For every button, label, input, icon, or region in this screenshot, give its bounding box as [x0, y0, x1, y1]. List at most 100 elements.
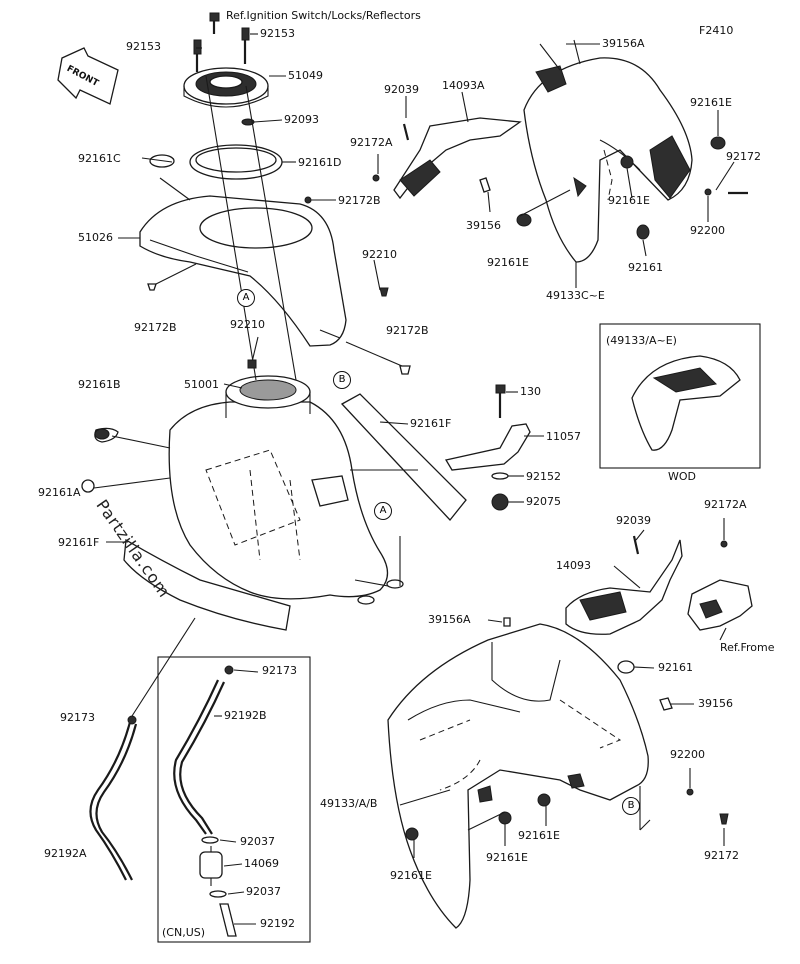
label-92161B: 92161B — [78, 378, 121, 391]
label-92200-bot: 92200 — [670, 748, 705, 761]
variant-box-caption: WOD — [668, 470, 697, 483]
label-92172B-top: 92172B — [338, 194, 381, 207]
leader-lines-lower-right — [399, 518, 727, 858]
label-92075: 92075 — [526, 495, 561, 508]
region-inset-box — [157, 656, 311, 943]
leader-hose-left — [131, 617, 196, 717]
callout-a-lower: A — [374, 502, 392, 520]
label-92161-bot: 92161 — [658, 661, 693, 674]
fuel-tank-51001 — [168, 375, 404, 605]
label-49133C-E: 49133C~E — [546, 289, 605, 302]
ref-frame-note: Ref.Frome — [720, 641, 775, 654]
clip-92172A-bot — [720, 540, 728, 548]
leader-lines-bracket — [506, 391, 544, 503]
grommet-92161E-b1 — [537, 793, 551, 807]
callout-b-lower: B — [622, 797, 640, 815]
damper-92075 — [491, 493, 509, 511]
label-92192: 92192 — [260, 917, 295, 930]
label-92153-right: 92153 — [260, 27, 295, 40]
label-130: 130 — [520, 385, 541, 398]
hose-92192B — [173, 679, 226, 835]
bracket-14093A — [393, 117, 522, 200]
label-92161-top: 92161 — [628, 261, 663, 274]
label-92153-left: 92153 — [126, 40, 161, 53]
label-51001: 51001 — [184, 378, 219, 391]
grommet-92161E-b3 — [405, 827, 419, 841]
grommet-92161E-left — [516, 213, 532, 227]
gasket-92161D — [189, 144, 283, 180]
label-49133-A-B: 49133/A/B — [320, 797, 378, 810]
label-92172A-bot: 92172A — [704, 498, 747, 511]
clip-39156-top — [479, 177, 491, 193]
label-92172B-left: 92172B — [134, 321, 177, 334]
label-51049: 51049 — [288, 69, 323, 82]
label-92161F-left: 92161F — [58, 536, 100, 549]
fuel-cap-51049 — [183, 67, 269, 108]
clamp-92037-bottom — [209, 890, 227, 898]
leader-lines-upper-right — [377, 39, 735, 288]
cowl-49133C-E — [523, 57, 693, 263]
tank-cover-51026 — [139, 195, 347, 347]
front-arrow-icon — [57, 47, 119, 105]
label-39156-bot: 39156 — [698, 697, 733, 710]
valve-14069 — [199, 846, 223, 886]
bolt-130 — [495, 384, 506, 418]
label-92161E-left: 92161E — [487, 256, 529, 269]
bolt-92039-bot — [632, 535, 640, 555]
ring-92161A — [81, 479, 95, 493]
label-14069: 14069 — [244, 857, 279, 870]
label-92161E-b2: 92161E — [486, 851, 528, 864]
clip-92172B-top — [304, 196, 312, 204]
label-11057: 11057 — [546, 430, 581, 443]
label-92039-bot: 92039 — [616, 514, 651, 527]
cowl-49133-A-B — [387, 623, 649, 929]
collar-92152 — [491, 472, 509, 480]
clip-39156-bot — [659, 697, 673, 711]
callout-b-upper: B — [333, 371, 351, 389]
leader-lines-tank — [93, 33, 418, 586]
label-51026: 51026 — [78, 231, 113, 244]
clip-92172B-left — [147, 283, 157, 291]
pad-92161F-left — [123, 538, 291, 631]
clamp-92173-right — [224, 665, 234, 675]
label-92161E-b3: 92161E — [390, 869, 432, 882]
grommet-92161-top — [636, 224, 650, 240]
bolt-92153-left — [193, 39, 202, 72]
screw-92172-bot — [719, 813, 729, 825]
label-92161D: 92161D — [298, 156, 342, 169]
label-39156-top: 39156 — [466, 219, 501, 232]
label-92172-tr: 92172 — [726, 150, 761, 163]
label-92192A: 92192A — [44, 847, 87, 860]
bolt-92039-top — [402, 123, 410, 141]
label-92200-top: 92200 — [690, 224, 725, 237]
label-92172-bot: 92172 — [704, 849, 739, 862]
nut-92210-mid — [247, 359, 257, 369]
label-92161C: 92161C — [78, 152, 121, 165]
diagram-code: F2410 — [699, 24, 734, 37]
ref-ignition-note: Ref.Ignition Switch/Locks/Reflectors — [226, 9, 421, 22]
label-92161F-right: 92161F — [410, 417, 452, 430]
label-92037-bottom: 92037 — [246, 885, 281, 898]
label-92210-right: 92210 — [362, 248, 397, 261]
label-39156A-top: 39156A — [602, 37, 645, 50]
cowl-variant-drawing — [631, 355, 741, 451]
variant-inset-box — [599, 323, 761, 469]
clip-92172B-right — [399, 365, 411, 375]
label-92037-top: 92037 — [240, 835, 275, 848]
label-14093: 14093 — [556, 559, 591, 572]
callout-a-upper: A — [237, 289, 255, 307]
bracket-11057 — [444, 423, 531, 471]
frame-ref-bracket — [687, 579, 753, 631]
bolt-92153-right — [241, 27, 250, 64]
label-92172A-top: 92172A — [350, 136, 393, 149]
label-92161A: 92161A — [38, 486, 81, 499]
clip-92172A-top — [372, 174, 380, 182]
pad-92161F-right — [340, 393, 467, 521]
leader-lines-inset — [214, 669, 259, 925]
hose-92192A — [89, 721, 138, 881]
collar-92200-top — [704, 188, 712, 196]
label-92172B-right: 92172B — [386, 324, 429, 337]
hose-92192 — [219, 903, 237, 937]
label-92173-left: 92173 — [60, 711, 95, 724]
